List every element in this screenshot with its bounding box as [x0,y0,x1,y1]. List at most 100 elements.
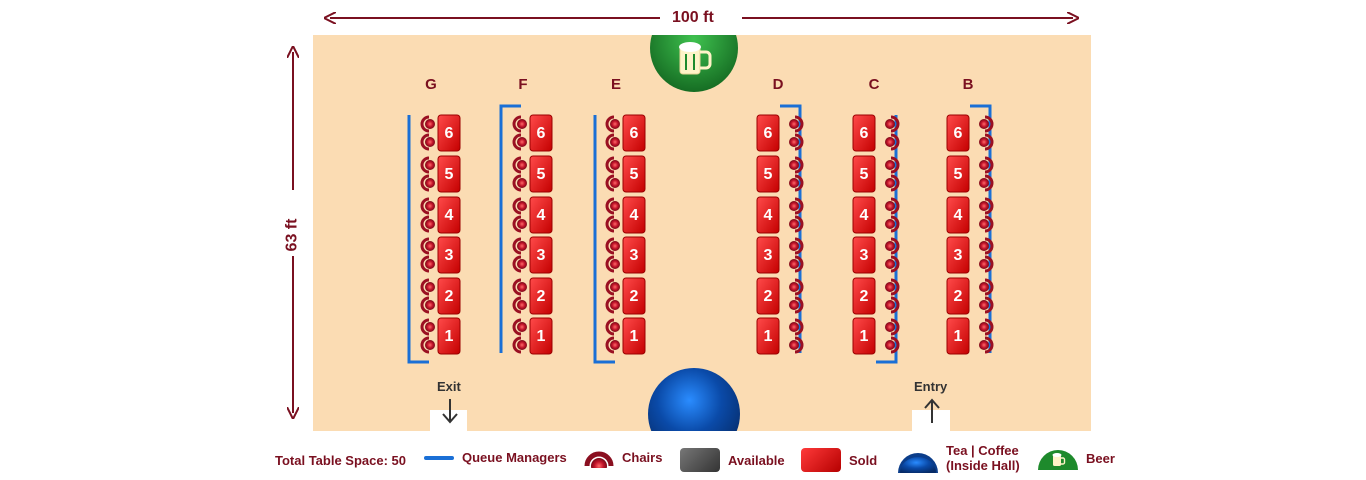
entry-label: Entry [914,379,948,394]
table-number: 3 [860,247,869,264]
chair [979,133,994,151]
table[interactable]: 3 [946,236,994,274]
chair [605,318,620,336]
table[interactable]: 1 [852,317,900,355]
table[interactable]: 3 [852,236,900,274]
chair [979,336,994,354]
height-label: 63 ft [283,218,301,252]
table[interactable]: 5 [852,155,900,193]
table-number: 4 [445,207,454,224]
chair [605,237,620,255]
chair [605,115,620,133]
table[interactable]: 3 [512,236,553,274]
chair [420,255,435,273]
table-sold [852,155,876,193]
table[interactable]: 4 [756,196,804,234]
chair [979,237,994,255]
tea-coffee-station [648,368,740,431]
table[interactable]: 2 [605,277,646,315]
table-sold [529,155,553,193]
chair [605,278,620,296]
chair [885,237,900,255]
table[interactable]: 4 [852,196,900,234]
table-number: 4 [860,207,869,224]
table[interactable]: 6 [852,114,900,152]
table-number: 1 [764,328,773,345]
table[interactable]: 6 [420,114,461,152]
chair [605,336,620,354]
chair [512,174,527,192]
legend-sold: Sold [801,448,877,472]
table-number: 6 [764,125,773,142]
table[interactable]: 5 [605,155,646,193]
table-sold [437,317,461,355]
table[interactable]: 6 [605,114,646,152]
table[interactable]: 1 [512,317,553,355]
table-number: 5 [764,166,773,183]
table[interactable]: 3 [605,236,646,274]
chair [420,197,435,215]
table[interactable]: 5 [420,155,461,193]
table[interactable]: 4 [946,196,994,234]
table[interactable]: 2 [946,277,994,315]
table-sold [946,155,970,193]
chair [789,336,804,354]
legend-tea: Tea | Coffee (Inside Hall) [898,443,1020,473]
table[interactable]: 6 [756,114,804,152]
table[interactable]: 4 [605,196,646,234]
table-sold [529,277,553,315]
table[interactable]: 4 [420,196,461,234]
table[interactable]: 3 [756,236,804,274]
table-sold [852,317,876,355]
chair [789,237,804,255]
table-number: 3 [445,247,454,264]
table[interactable]: 2 [512,277,553,315]
table[interactable]: 2 [852,277,900,315]
chair [979,296,994,314]
chair [420,237,435,255]
table-number: 3 [537,247,546,264]
table[interactable]: 4 [512,196,553,234]
table-sold [756,277,780,315]
chair [605,255,620,273]
table-number: 2 [954,288,963,305]
tea-swatch [898,453,938,473]
table-sold [437,114,461,152]
chair [420,318,435,336]
chair [789,296,804,314]
table-sold [946,114,970,152]
table-number: 5 [954,166,963,183]
table[interactable]: 1 [420,317,461,355]
table[interactable]: 2 [420,277,461,315]
table-sold [852,236,876,274]
legend-queue: Queue Managers [424,450,567,465]
table[interactable]: 2 [756,277,804,315]
table[interactable]: 5 [946,155,994,193]
table[interactable]: 1 [756,317,804,355]
chair [420,133,435,151]
legend-tea-line1: Tea | Coffee [946,443,1019,458]
table-sold [622,196,646,234]
chair [789,215,804,233]
table-number: 2 [630,288,639,305]
exit-label: Exit [437,379,461,394]
table[interactable]: 6 [512,114,553,152]
table-sold [852,114,876,152]
table-sold [622,114,646,152]
table-sold [437,196,461,234]
table[interactable]: 1 [946,317,994,355]
table[interactable]: 5 [756,155,804,193]
table[interactable]: 1 [605,317,646,355]
table[interactable]: 5 [512,155,553,193]
table-sold [622,236,646,274]
chair [979,278,994,296]
chair [979,255,994,273]
table[interactable]: 6 [946,114,994,152]
table-rows: G654321F654321E654321D654321C654321B6543… [407,76,994,364]
table[interactable]: 3 [420,236,461,274]
beer-swatch [1038,450,1078,470]
